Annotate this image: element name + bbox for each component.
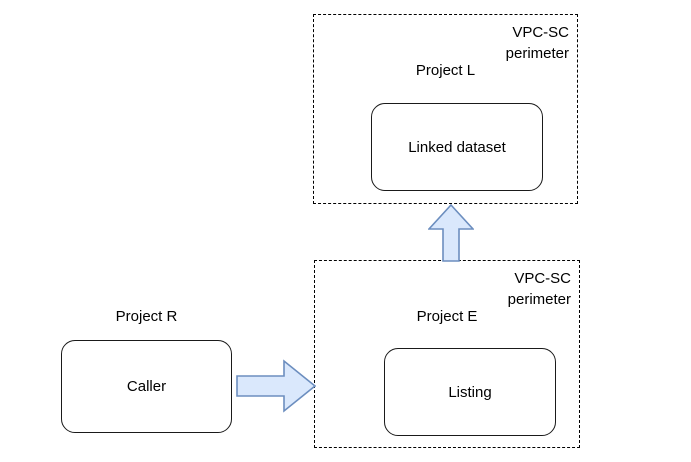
vpc-sc-perimeter-project-l: VPC-SC perimeter bbox=[313, 14, 578, 204]
arrow-up-shape bbox=[428, 204, 474, 262]
arrow-up-icon bbox=[428, 204, 474, 262]
project-label-r: Project R bbox=[115, 308, 178, 325]
perimeter-label-project-e: VPC-SC perimeter bbox=[507, 270, 571, 308]
node-listing[interactable]: Listing bbox=[384, 348, 556, 436]
arrow-right-shape bbox=[236, 359, 316, 413]
project-label-e: Project E bbox=[416, 308, 478, 325]
node-caller[interactable]: Caller bbox=[61, 340, 232, 433]
project-label-l: Project L bbox=[415, 62, 476, 79]
node-linked-dataset-label: Linked dataset bbox=[408, 138, 506, 156]
perimeter-label-project-l: VPC-SC perimeter bbox=[505, 24, 569, 62]
node-listing-label: Listing bbox=[448, 383, 492, 401]
node-linked-dataset[interactable]: Linked dataset bbox=[371, 103, 543, 191]
arrow-right-icon bbox=[236, 358, 316, 414]
node-caller-label: Caller bbox=[126, 378, 167, 395]
